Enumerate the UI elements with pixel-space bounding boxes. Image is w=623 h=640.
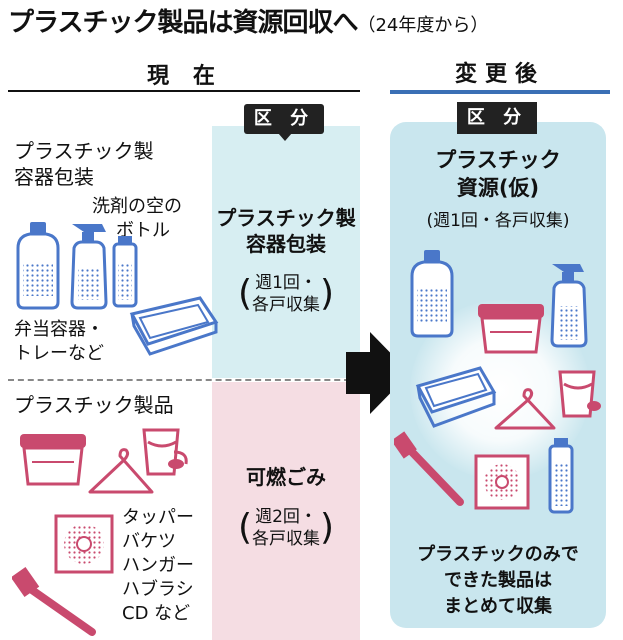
after-note: プラスチックのみで できた製品は まとめて収集 — [390, 542, 606, 620]
tray-icon — [129, 296, 219, 356]
bottle-note-line1: 洗剤の空の — [92, 196, 182, 217]
hanger-icon — [88, 448, 154, 494]
example-bucket: バケツ — [122, 531, 176, 552]
title-main: プラスチック製品は資源回収へ — [8, 8, 358, 38]
page-title: プラスチック製品は資源回収へ（24年度から） — [8, 2, 488, 39]
current-heading: 現 在 — [147, 64, 223, 89]
small-bottle-icon — [548, 438, 574, 514]
tray-note-line2: トレーなど — [14, 343, 104, 364]
small-bottle-icon — [112, 236, 138, 308]
current-product-category: 可燃ごみ — [246, 465, 326, 489]
product-examples: タッパー バケツ ハンガー ハブラシ CD など — [122, 506, 194, 626]
tupperware-icon — [20, 434, 86, 486]
bucket-icon — [142, 428, 188, 476]
open-paren: ( — [238, 273, 253, 314]
container-label-line2: 容器包装 — [14, 165, 94, 189]
after-category: プラスチック 資源(仮) — [390, 146, 606, 202]
after-heading-rule — [390, 90, 610, 94]
spray-bottle-icon — [550, 264, 588, 348]
toothbrush-icon — [394, 431, 464, 506]
category-line2: 容器包装 — [246, 232, 326, 256]
detergent-bottle-icon — [16, 222, 60, 310]
example-hanger: ハンガー — [122, 555, 194, 576]
bucket-icon — [558, 370, 601, 418]
badge-pointer — [278, 133, 292, 141]
schedule-line1: 週1回・ — [255, 273, 317, 293]
after-category-badge: 区 分 — [457, 102, 537, 134]
hanger-icon — [494, 388, 556, 430]
spray-bottle-icon — [70, 224, 108, 310]
close-paren: ) — [319, 273, 334, 314]
tray-icon — [415, 366, 497, 428]
cd-icon — [474, 454, 530, 510]
category-line1: プラスチック製 — [216, 206, 356, 230]
current-heading-rule — [8, 90, 360, 92]
after-note-line1: プラスチックのみで — [417, 544, 579, 565]
section-divider — [8, 379, 360, 381]
transition-arrow-icon — [346, 332, 410, 414]
example-cd: CD など — [122, 603, 191, 624]
product-icons — [12, 428, 188, 636]
tray-note-line1: 弁当容器・ — [14, 319, 104, 340]
container-packaging-label: プラスチック製 容器包装 — [14, 138, 154, 190]
bottle-note-line2: ボトル — [116, 220, 170, 241]
current-category-badge: 区 分 — [244, 104, 324, 134]
current-container-category: プラスチック製 容器包装 — [212, 205, 360, 257]
schedule-line2: 各戸収集 — [252, 529, 320, 549]
title-subtitle: （24年度から） — [357, 15, 489, 36]
tupperware-icon — [478, 304, 544, 354]
after-heading: 変更後 — [454, 62, 545, 87]
container-category-band — [212, 126, 360, 378]
products-label: プラスチック製品 — [14, 393, 174, 417]
current-product-schedule: ( 週2回・ 各戸収集 ) — [212, 506, 360, 550]
product-category-band — [212, 382, 360, 640]
after-category-line1: プラスチック — [435, 148, 561, 172]
current-container-schedule: ( 週1回・ 各戸収集 ) — [212, 272, 360, 316]
tray-note: 弁当容器・ トレーなど — [14, 318, 104, 366]
after-note-line3: まとめて収集 — [444, 596, 552, 617]
detergent-bottle-icon — [410, 250, 454, 338]
toothbrush-icon — [12, 567, 96, 636]
schedule-line1: 週2回・ — [255, 507, 317, 527]
cd-icon — [54, 514, 114, 574]
after-item-icons — [394, 250, 601, 514]
after-schedule: (週1回・各戸収集) — [426, 211, 570, 231]
bottle-icons — [16, 222, 138, 310]
schedule-line2: 各戸収集 — [252, 295, 320, 315]
after-note-line2: できた製品は — [444, 570, 552, 591]
open-paren: ( — [238, 507, 253, 548]
after-category-line2: 資源(仮) — [456, 176, 540, 200]
example-tupperware: タッパー — [122, 507, 194, 528]
example-toothbrush: ハブラシ — [122, 579, 194, 600]
container-label-line1: プラスチック製 — [14, 139, 154, 163]
close-paren: ) — [319, 507, 334, 548]
bottle-note: 洗剤の空の ボトル — [92, 195, 182, 243]
